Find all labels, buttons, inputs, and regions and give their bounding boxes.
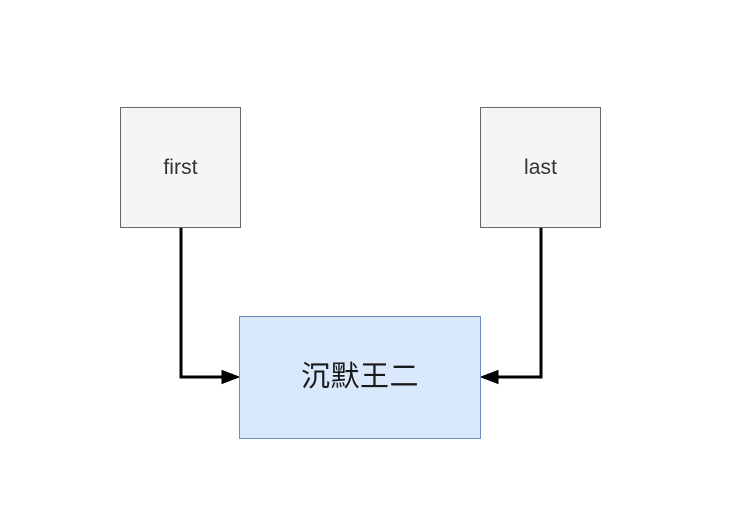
node-last-label: last <box>523 155 558 179</box>
edge-line <box>490 228 543 379</box>
edge-first-to-center[interactable] <box>179 228 241 385</box>
edge-line <box>179 228 230 379</box>
node-last[interactable]: last <box>480 107 601 228</box>
node-center-label: 沉默王二 <box>300 361 419 394</box>
node-center[interactable]: 沉默王二 <box>239 316 481 439</box>
node-first-label: first <box>163 155 198 179</box>
node-first[interactable]: first <box>120 107 241 228</box>
edge-last-to-center[interactable] <box>479 228 543 385</box>
arrowhead-right-icon <box>221 369 241 385</box>
arrowhead-left-icon <box>479 369 499 385</box>
